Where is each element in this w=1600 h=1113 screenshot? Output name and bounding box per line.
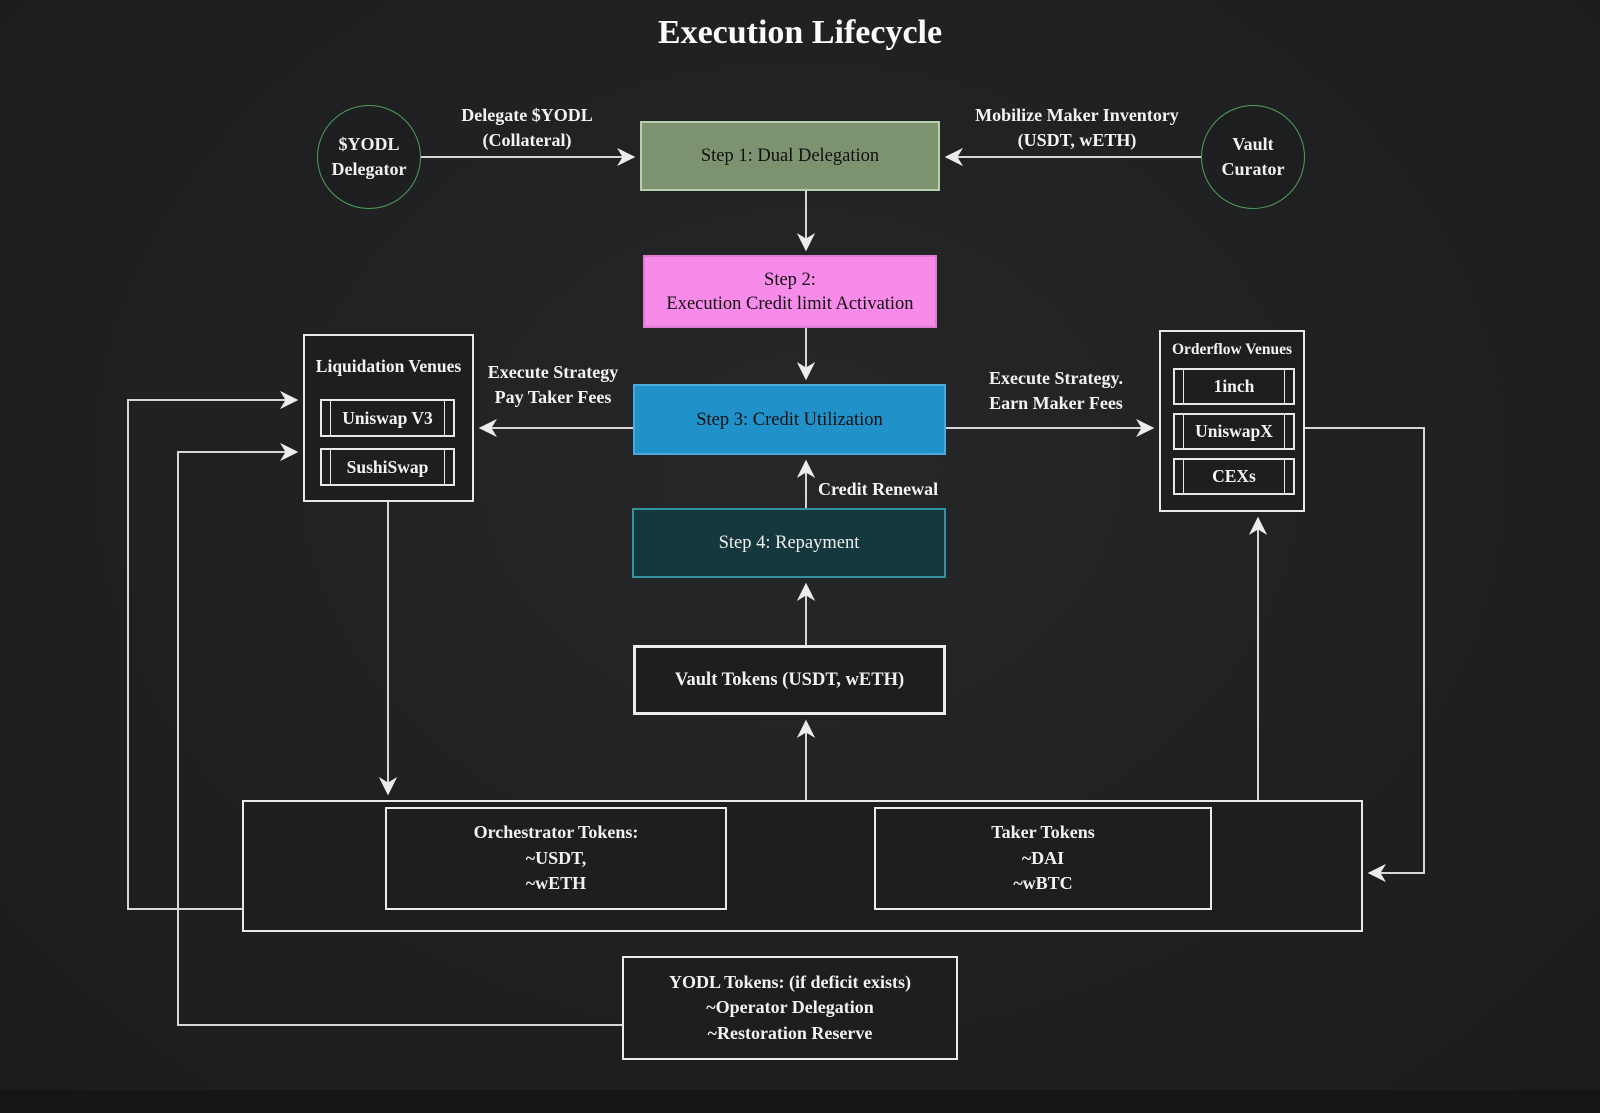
- step3-label: Step 3: Credit Utilization: [696, 409, 883, 430]
- subroutine-bar-left: [330, 450, 331, 484]
- orderflow-venues-box: Orderflow Venues 1inch UniswapX CEXs: [1159, 330, 1305, 512]
- yodl-tokens-line1: YODL Tokens: (if deficit exists): [668, 971, 911, 992]
- vault-curator-circle: Vault Curator: [1201, 105, 1305, 209]
- edge-pool-loop-to-liquidation: [127, 390, 299, 910]
- subroutine-bar-right: [1284, 415, 1285, 448]
- venue-sushiswap-label: SushiSwap: [346, 456, 429, 477]
- subroutine-bar-right: [1284, 460, 1285, 493]
- subroutine-bar-left: [1183, 370, 1184, 403]
- step1-label: Step 1: Dual Delegation: [700, 146, 880, 166]
- vault-curator-line1: Vault: [1232, 134, 1274, 154]
- mobilize-inventory-edge-label: Mobilize Maker Inventory (USDT, wETH): [957, 103, 1197, 153]
- liquidation-venues-title: Liquidation Venues: [315, 356, 462, 376]
- venue-uniswap-v3: Uniswap V3: [320, 399, 455, 437]
- taker-tokens-line3: ~wBTC: [1013, 873, 1073, 894]
- vault-curator-line2: Curator: [1221, 159, 1285, 179]
- orchestrator-tokens-box: Orchestrator Tokens: ~USDT, ~wETH: [385, 807, 727, 910]
- liquidation-venues-box: Liquidation Venues Uniswap V3 SushiSwap: [303, 334, 474, 502]
- subroutine-bar-right: [444, 401, 445, 435]
- subroutine-bar-left: [1183, 415, 1184, 448]
- subroutine-bar-right: [444, 450, 445, 484]
- step2-line2: Execution Credit limit Activation: [666, 293, 914, 314]
- venue-cexs: CEXs: [1173, 458, 1295, 495]
- subroutine-bar-right: [1284, 370, 1285, 403]
- pay-taker-fees-line2: Pay Taker Fees: [494, 387, 612, 407]
- edge-orderflow-loop-to-pool: [1305, 427, 1425, 883]
- taker-tokens-line1: Taker Tokens: [991, 822, 1095, 843]
- venue-1inch: 1inch: [1173, 368, 1295, 405]
- yodl-tokens-line2: ~Operator Delegation: [706, 997, 874, 1018]
- step3-credit-utilization-box: Step 3: Credit Utilization: [633, 384, 946, 455]
- yodl-tokens-line3: ~Restoration Reserve: [707, 1022, 873, 1043]
- subroutine-bar-left: [1183, 460, 1184, 493]
- vault-tokens-label: Vault Tokens (USDT, wETH): [674, 669, 905, 690]
- step4-label: Step 4: Repayment: [718, 533, 860, 553]
- earn-maker-fees-line1: Execute Strategy.: [989, 368, 1123, 388]
- venue-cexs-label: CEXs: [1212, 466, 1256, 486]
- taker-tokens-line2: ~DAI: [1021, 847, 1065, 868]
- delegate-yodl-edge-label: Delegate $YODL (Collateral): [420, 103, 634, 153]
- mobilize-inventory-line1: Mobilize Maker Inventory: [975, 105, 1179, 125]
- yodl-delegator-line1: $YODL: [338, 134, 400, 154]
- edge-yodl-loop-to-liquidation: [177, 442, 622, 1026]
- step2-line1: Step 2:: [764, 269, 816, 290]
- mobilize-inventory-line2: (USDT, wETH): [1017, 130, 1137, 150]
- orchestrator-tokens-line3: ~wETH: [525, 873, 587, 894]
- venue-uniswap-v3-label: Uniswap V3: [342, 407, 433, 428]
- orchestrator-tokens-line1: Orchestrator Tokens:: [473, 822, 639, 843]
- pay-taker-fees-edge-label: Execute Strategy Pay Taker Fees: [465, 360, 641, 410]
- orderflow-venues-title: Orderflow Venues: [1171, 341, 1293, 358]
- taker-tokens-box: Taker Tokens ~DAI ~wBTC: [874, 807, 1212, 910]
- step4-repayment-box: Step 4: Repayment: [632, 508, 946, 578]
- venue-uniswapx: UniswapX: [1173, 413, 1295, 450]
- venue-uniswapx-label: UniswapX: [1195, 421, 1273, 441]
- credit-renewal-edge-label: Credit Renewal: [818, 479, 939, 499]
- subroutine-bar-left: [330, 401, 331, 435]
- yodl-tokens-box: YODL Tokens: (if deficit exists) ~Operat…: [622, 956, 958, 1060]
- step1-dual-delegation-box: Step 1: Dual Delegation: [640, 121, 940, 191]
- yodl-delegator-circle: $YODL Delegator: [317, 105, 421, 209]
- earn-maker-fees-line2: Earn Maker Fees: [989, 393, 1123, 413]
- delegate-yodl-line1: Delegate $YODL: [461, 105, 593, 125]
- step2-credit-limit-activation-box: Step 2: Execution Credit limit Activatio…: [643, 255, 937, 328]
- delegate-yodl-line2: (Collateral): [482, 130, 572, 150]
- venue-sushiswap: SushiSwap: [320, 448, 455, 486]
- orchestrator-tokens-line2: ~USDT,: [525, 847, 587, 868]
- pay-taker-fees-line1: Execute Strategy: [487, 362, 619, 382]
- vault-tokens-box: Vault Tokens (USDT, wETH): [633, 645, 946, 715]
- diagram-title: Execution Lifecycle: [657, 14, 943, 51]
- yodl-delegator-line2: Delegator: [331, 159, 407, 179]
- earn-maker-fees-edge-label: Execute Strategy. Earn Maker Fees: [960, 366, 1152, 416]
- venue-1inch-label: 1inch: [1213, 376, 1255, 396]
- bottom-letterbox: [0, 1090, 1600, 1113]
